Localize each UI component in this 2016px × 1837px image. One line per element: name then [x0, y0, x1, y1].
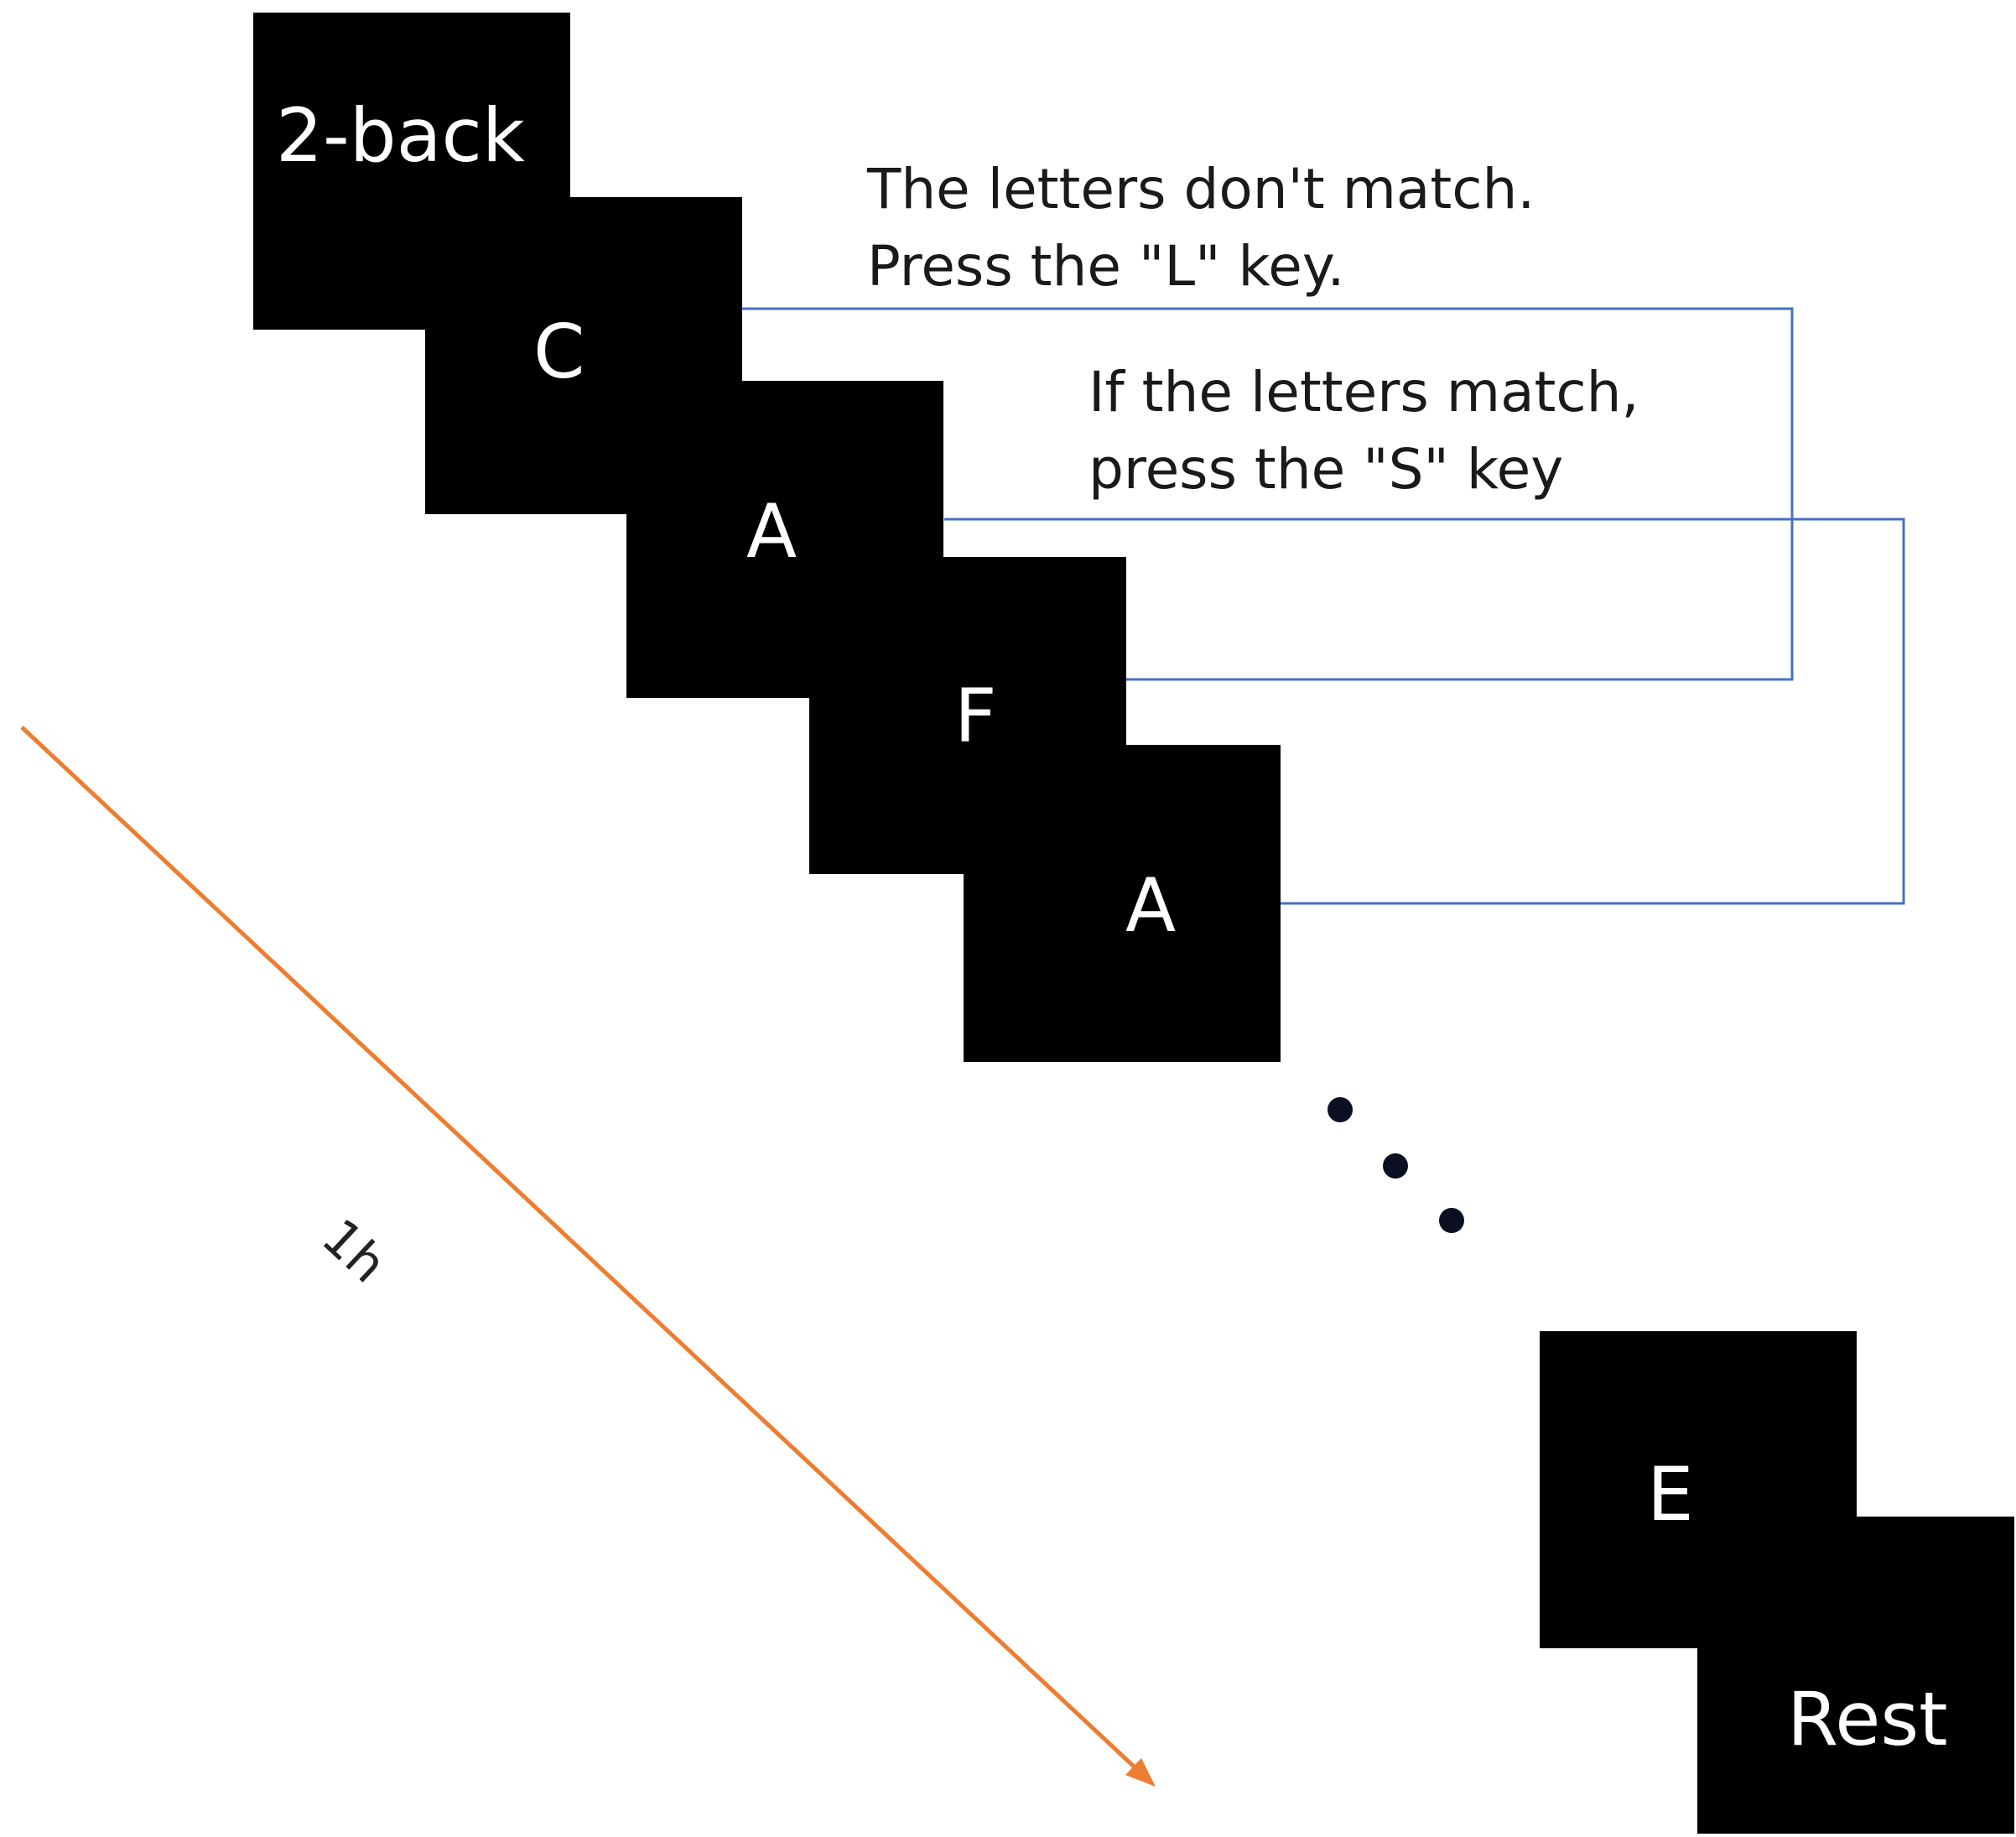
mismatch-connector	[742, 307, 1794, 681]
stimulus-letter: A	[746, 488, 798, 575]
match-connector	[944, 518, 1905, 905]
stimulus-screen-4: A	[964, 745, 1281, 1062]
rest-screen: Rest	[1697, 1517, 2014, 1834]
rest-label: Rest	[1787, 1676, 1948, 1762]
stimulus-letter: F	[954, 673, 997, 759]
ellipsis-dot-3	[1439, 1208, 1464, 1233]
task-label: 2-back	[276, 92, 525, 179]
match-instruction-line-2: press the "S" key	[1089, 437, 1564, 502]
stimulus-letter: C	[533, 309, 585, 395]
mismatch-instruction: The letters don't match. Press the "L" k…	[867, 151, 1535, 305]
stimulus-letter: A	[1125, 862, 1177, 949]
match-instruction-line-1: If the letters match,	[1089, 360, 1639, 424]
mismatch-instruction-line-1: The letters don't match.	[867, 157, 1535, 221]
mismatch-instruction-line-2: Press the "L" key.	[867, 234, 1345, 299]
time-arrow-line	[20, 726, 1146, 1778]
stimulus-letter: E	[1647, 1451, 1694, 1538]
ellipsis-dot-2	[1383, 1153, 1408, 1179]
ellipsis-dot-1	[1328, 1097, 1353, 1122]
time-arrow-head	[1125, 1758, 1156, 1787]
match-instruction: If the letters match, press the "S" key	[1089, 354, 1639, 508]
